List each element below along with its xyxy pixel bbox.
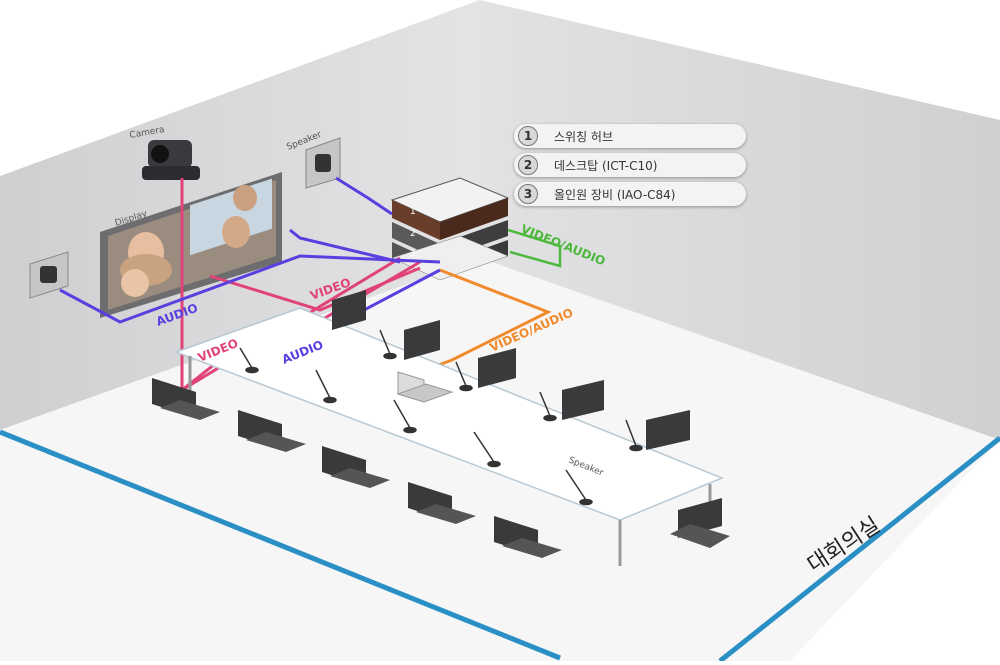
floor-edge: [0, 429, 561, 661]
legend-number-badge: 3: [518, 184, 538, 204]
left-speaker-icon: [29, 251, 69, 299]
legend-item-label: 데스크탑 (ICT-C10): [554, 159, 658, 173]
legend-number-badge: 1: [518, 126, 538, 146]
legend-number-badge: 2: [518, 155, 538, 175]
svg-text:1: 1: [410, 207, 416, 217]
chairs-front: [152, 378, 730, 558]
speaker-icon: [305, 137, 341, 189]
cable-green: [507, 228, 562, 268]
laptop-icon: [396, 371, 454, 403]
legend-item-label: 스위칭 허브: [554, 130, 614, 144]
floor-edge-right: [718, 436, 1000, 663]
display-screen: [100, 172, 282, 318]
cable-audio-1: [59, 254, 441, 324]
microphones: [239, 329, 643, 506]
svg-text:3: 3: [410, 249, 416, 259]
chairs-back: [332, 290, 690, 450]
legend-item-2: 2 데스크탑 (ICT-C10): [514, 153, 746, 177]
cable-audio-3: [289, 228, 401, 264]
equipment-stack: 1 2 3: [390, 177, 510, 281]
cable-audio-2: [335, 176, 393, 216]
conference-table: [173, 307, 724, 566]
legend-item-1: 1 스위칭 허브: [514, 124, 746, 148]
legend-item-label: 올인원 장비 (IAO-C84): [554, 188, 676, 202]
camera-icon: [142, 140, 200, 180]
svg-text:2: 2: [410, 229, 416, 239]
legend-item-3: 3 올인원 장비 (IAO-C84): [514, 182, 746, 206]
right-wall: [480, 0, 1000, 440]
